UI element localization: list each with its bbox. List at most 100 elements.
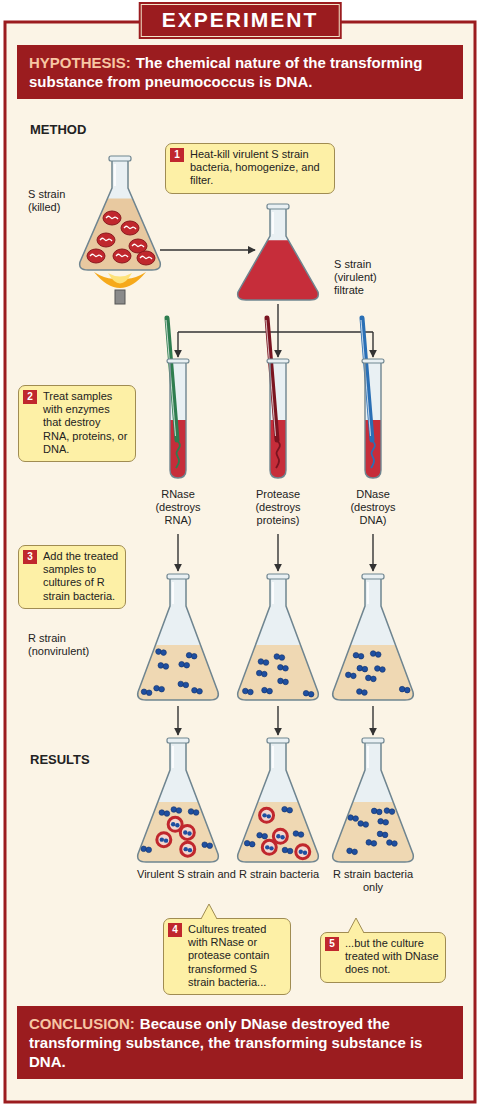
result-label: R strain bacteria only [329,868,417,894]
section-heading: METHOD [30,122,86,138]
r-strain-cell [308,691,314,697]
flask-outline [333,578,414,700]
r-strain-cell [282,806,288,812]
killed-s-cell [103,211,121,225]
tube-lip [362,359,384,363]
r-strain-cell [380,667,386,673]
r-strain-cell [158,663,164,669]
callout-number: 4 [168,923,182,937]
s-strain-cell [267,814,271,818]
conclusion-banner: CONCLUSION:Because only DNase destroyed … [17,1006,463,1079]
flask-outline [138,742,219,862]
dna-fragment [140,256,152,259]
r-strain-cell [362,690,368,696]
killed-s-flask [80,156,161,270]
r-strain-cell [244,840,250,846]
r-strain-cell [371,841,377,847]
callout-text: Heat-kill virulent S strain bacteria, ho… [190,148,328,188]
burner-tube [115,290,125,304]
pipette [167,318,177,440]
r-strain-cell [278,665,284,671]
flow-arrow [277,534,278,571]
r-strain-cell [262,671,268,677]
step-callout: 3Add the treated samples to cultures of … [18,545,126,609]
dna-fragment [90,254,102,257]
killed-s-cell [97,233,115,247]
r-strain-cell [303,690,309,696]
flow-arrow [277,332,278,357]
s-strain-cell [171,822,175,826]
r-strain-cell [351,673,357,679]
flow-arrow [177,534,178,571]
r-strain-cell [263,660,269,666]
r-strain-cell [192,688,198,694]
banner-heading: CONCLUSION: [29,1015,135,1032]
hypothesis-banner: HYPOTHESIS:The chemical nature of the tr… [17,45,463,99]
s-strain-cell [276,834,280,838]
transformed-flask [238,738,319,862]
r-strain-cell [191,653,197,659]
flow-arrow [177,706,178,735]
untransformed-flask [333,738,414,862]
result-label: Virulent S strain and R strain bacteria [130,868,326,881]
flask-outline [238,578,319,700]
flask-liquid [138,802,219,862]
pipette-highlight [266,320,276,436]
pipette-highlight [166,320,176,436]
r-strain-flask [138,574,219,700]
flow-arrow [372,534,373,571]
r-strain-cell [257,832,263,838]
r-strain-cell [358,821,364,827]
r-strain-cell [387,840,393,846]
flow-line [178,331,373,332]
callout-number: 3 [23,550,37,564]
flame-outer [94,272,146,288]
flask-lip [362,738,384,743]
r-strain-cell [141,689,147,695]
r-strain-cell [156,649,162,655]
r-strain-cell [357,665,363,671]
s-strain-cell [164,838,168,842]
r-strain-flask [333,574,414,700]
flask-lip [109,156,131,161]
r-strain-cell [207,843,213,849]
callout-pointer [201,904,217,919]
r-strain-cell [371,676,377,682]
pointer-shape [201,904,217,919]
callout-number: 1 [170,148,184,162]
flask-glass [138,742,219,862]
killed-s-cell [121,221,139,235]
enzyme-label: DNase (destroys DNA) [344,488,402,528]
tube-lip [167,359,189,363]
r-strain-cell [179,661,185,667]
r-strain-cell [278,678,284,684]
callout-text: ...but the culture treated with DNase do… [345,937,439,977]
s-strain-cell [175,823,179,827]
dna-fragment [106,216,118,219]
flask-highlight [272,746,274,768]
flame-inner [108,273,132,284]
r-strain-cell [188,809,194,815]
transformed-flask [138,738,219,862]
s-strain-cell [183,830,187,834]
r-strain-cell [287,848,293,854]
pointer-joint [202,918,216,921]
r-strain-cell [249,841,255,847]
flow-arrow [372,332,373,357]
enzyme-stream [371,440,375,468]
killed-s-cell [113,249,131,263]
r-strain-cell [384,808,390,814]
r-strain-cell [353,652,359,658]
flask-lip [267,574,289,579]
flow-arrow [177,332,178,357]
s-strain-cell [299,850,303,854]
title-tab: EXPERIMENT [141,4,340,37]
enzyme-label: Protease (destroys proteins) [249,488,307,528]
flask-outline [238,742,319,862]
flask-glass [80,160,161,270]
enzyme-stream [276,440,280,468]
flask-outline [138,578,219,700]
r-strain-cell [178,681,184,687]
r-strain-cell [352,849,358,855]
